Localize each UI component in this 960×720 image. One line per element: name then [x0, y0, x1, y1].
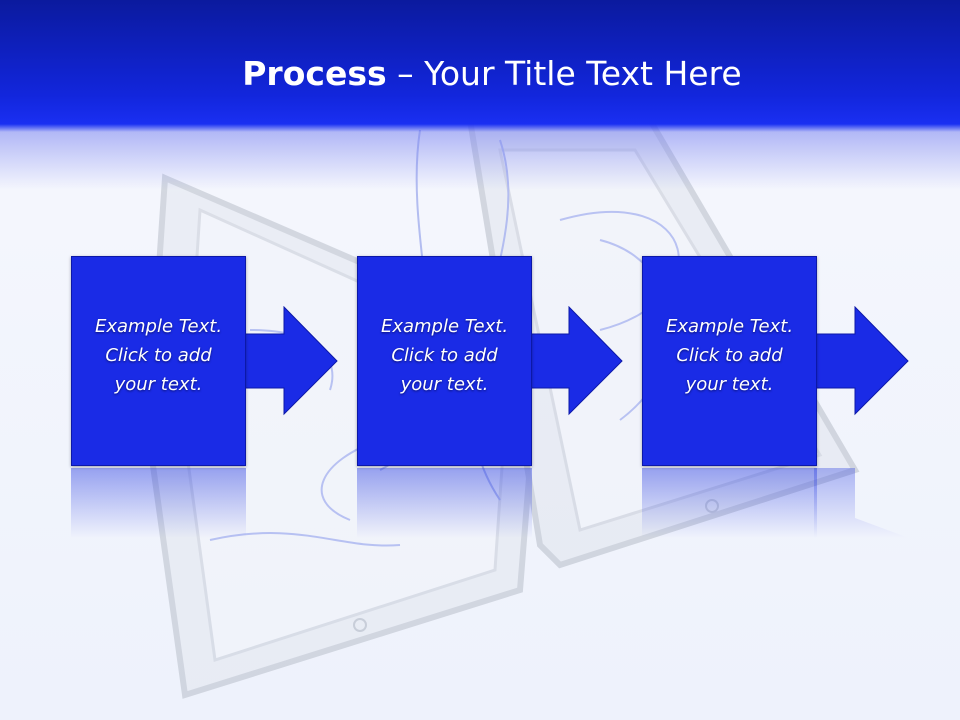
title-rest: – Your Title Text Here	[386, 54, 742, 93]
process-step-1-text[interactable]: Example Text. Click to add your text.	[94, 316, 223, 395]
arrow-right-icon	[528, 306, 623, 416]
process-step-3-box[interactable]: Example Text. Click to add your text.	[642, 256, 817, 466]
arrow-right-icon	[243, 306, 338, 416]
process-step-3-text[interactable]: Example Text. Click to add your text.	[665, 316, 794, 395]
process-step-2-text[interactable]: Example Text. Click to add your text.	[380, 316, 509, 395]
step-2-reflection	[357, 468, 532, 538]
step-3-reflection	[642, 468, 817, 538]
slide-title[interactable]: Process – Your Title Text Here	[0, 52, 960, 96]
process-step-2-box[interactable]: Example Text. Click to add your text.	[357, 256, 532, 466]
arrow-3-reflection	[814, 468, 909, 538]
title-bold-word: Process	[242, 54, 387, 93]
title-banner	[0, 0, 960, 190]
process-step-1-box[interactable]: Example Text. Click to add your text.	[71, 256, 246, 466]
arrow-right-icon	[814, 306, 909, 416]
step-1-reflection	[71, 468, 246, 538]
